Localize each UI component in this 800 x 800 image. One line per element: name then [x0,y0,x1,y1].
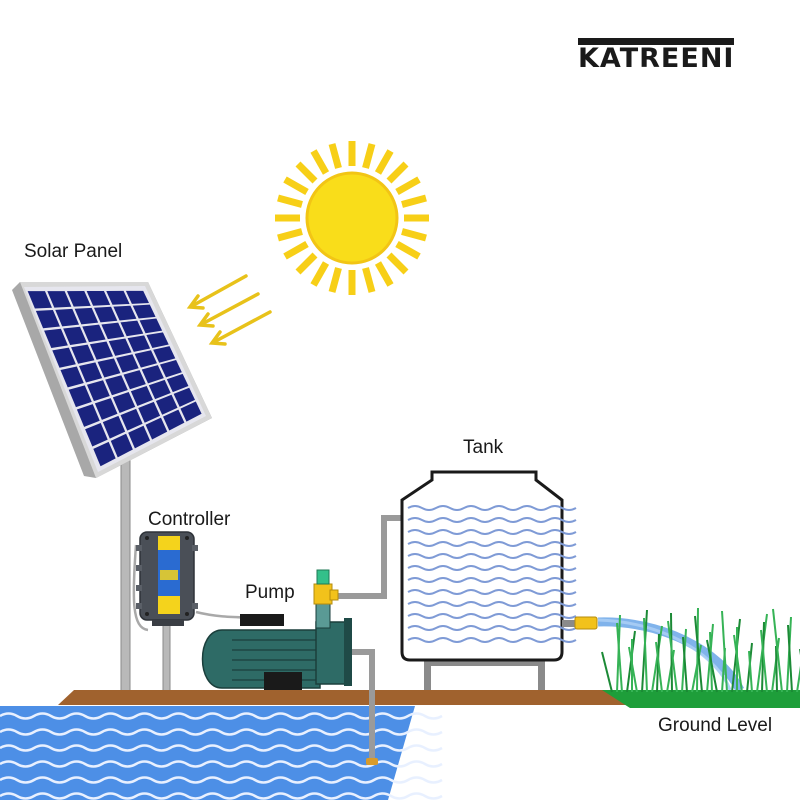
sunlight-arrows-icon [186,274,272,346]
ground-level-strip [58,690,640,705]
tank-stand [424,660,545,690]
logo-bar [578,38,734,45]
controller-pole [162,619,171,693]
label-tank: Tank [463,437,504,458]
water-tank [400,470,577,662]
controller-device [136,531,198,626]
discharge-pipe [336,515,404,599]
solar-panel [12,282,212,478]
suction-pipe [345,649,375,760]
outlet-valve [574,616,598,630]
panel-pole [120,459,131,693]
logo-text: KATREENI [578,43,735,74]
outlet-pipe [562,620,576,627]
grass-field [601,607,800,708]
label-pump: Pump [245,582,295,603]
brand-logo: KATREENI [578,38,734,74]
foot-valve [366,758,378,765]
water-source [0,706,443,800]
label-solar-panel: Solar Panel [24,241,123,262]
pump [201,569,352,690]
sun-icon [275,141,429,295]
label-controller: Controller [148,509,231,530]
label-ground-level: Ground Level [658,715,773,736]
